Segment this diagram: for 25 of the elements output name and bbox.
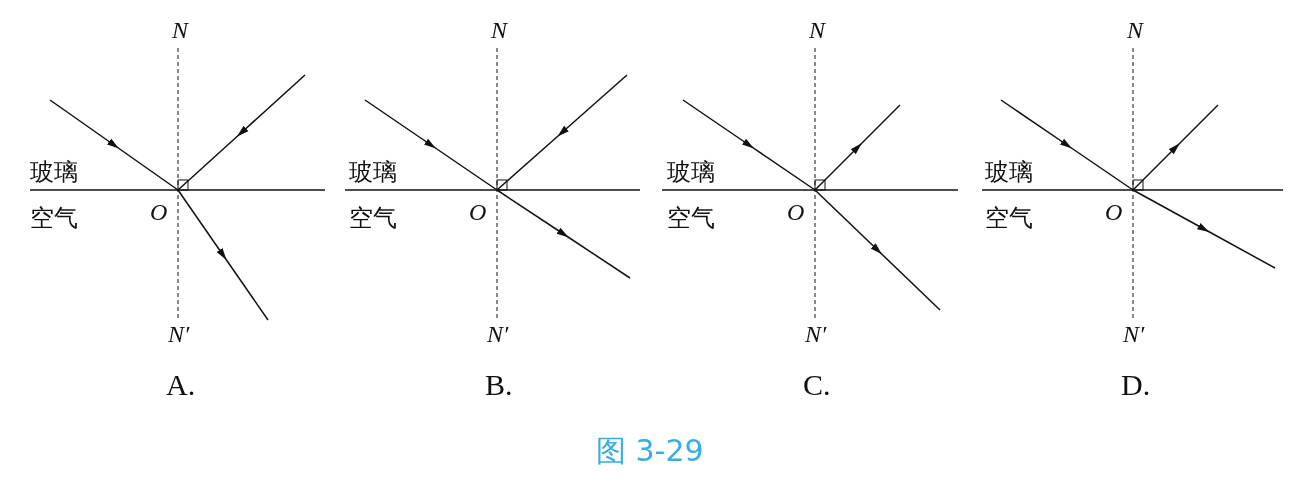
normal-label: N <box>1127 18 1143 42</box>
option-label: D. <box>1121 370 1151 400</box>
option-label: B. <box>485 370 513 400</box>
figure-caption: 图 3-29 <box>596 436 704 466</box>
normal-label: N <box>491 18 507 42</box>
point-label: O <box>787 200 805 224</box>
normal-label: N′ <box>168 322 190 346</box>
normal-label: N <box>172 18 188 42</box>
medium-label: 空气 <box>985 206 1033 230</box>
medium-label: 玻璃 <box>985 160 1033 184</box>
option-label: C. <box>803 370 831 400</box>
medium-label: 玻璃 <box>667 160 715 184</box>
point-label: O <box>469 200 487 224</box>
medium-label: 空气 <box>667 206 715 230</box>
medium-label: 空气 <box>30 206 78 230</box>
normal-label: N′ <box>487 322 509 346</box>
medium-label: 空气 <box>349 206 397 230</box>
normal-label: N′ <box>1123 322 1145 346</box>
option-label: A. <box>166 370 196 400</box>
normal-label: N <box>809 18 825 42</box>
point-label: O <box>150 200 168 224</box>
medium-label: 玻璃 <box>349 160 397 184</box>
point-label: O <box>1105 200 1123 224</box>
medium-label: 玻璃 <box>30 160 78 184</box>
normal-label: N′ <box>805 322 827 346</box>
